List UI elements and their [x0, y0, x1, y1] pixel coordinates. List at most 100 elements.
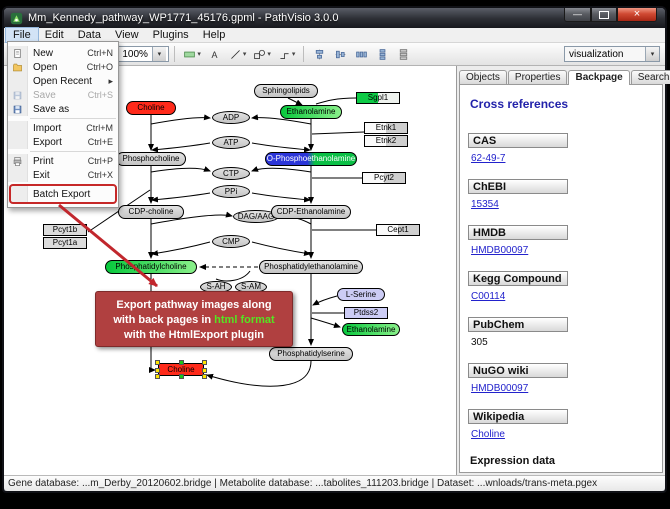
- selection-handle[interactable]: [202, 367, 207, 373]
- pathway-node-cept1[interactable]: Cept1: [376, 224, 420, 236]
- pathway-node-o-phosphoethanolamine[interactable]: O-Phosphoethanolamine: [265, 152, 357, 166]
- pathway-node-l-serine[interactable]: L-Serine: [337, 288, 385, 301]
- pathway-node-choline[interactable]: Choline: [126, 101, 176, 115]
- align-vertical-button[interactable]: [330, 45, 350, 63]
- menu-edit[interactable]: Edit: [44, 29, 64, 41]
- menu-plugins[interactable]: Plugins: [152, 29, 189, 41]
- file-menu-item-new[interactable]: New Ctrl+N: [8, 46, 118, 60]
- alignh-icon: [315, 49, 324, 59]
- selection-handle[interactable]: [155, 367, 160, 373]
- xref-source-name: CAS: [468, 133, 568, 148]
- xref-value: 305: [471, 337, 488, 348]
- distribute-vertical-button[interactable]: [372, 45, 392, 63]
- selection-handle[interactable]: [179, 374, 184, 379]
- tab-search[interactable]: Search: [630, 70, 670, 84]
- pathway-node-ptdss2[interactable]: Ptdss2: [344, 307, 388, 319]
- datanode-menu-button[interactable]: ▾: [180, 45, 204, 63]
- selection-handle[interactable]: [202, 374, 207, 379]
- pathway-node-adp[interactable]: ADP: [212, 111, 250, 124]
- window-controls: — ×: [564, 8, 657, 22]
- pathway-node-ctp[interactable]: CTP: [212, 167, 250, 180]
- xref-link[interactable]: C00114: [471, 291, 506, 302]
- file-menu-item-label: Exit: [33, 169, 50, 181]
- distribute-horizontal-button[interactable]: [351, 45, 371, 63]
- tab-properties[interactable]: Properties: [507, 70, 568, 84]
- pathway-node-cdp-ethanolamine[interactable]: CDP-Ethanolamine: [271, 205, 351, 219]
- xref-link[interactable]: 62-49-7: [471, 153, 506, 164]
- xref-link[interactable]: Choline: [471, 429, 505, 440]
- line-tool-button[interactable]: ▾: [226, 45, 250, 63]
- pathway-node-phosphocholine[interactable]: Phosphocholine: [116, 152, 186, 166]
- pathway-node-pcyt1b[interactable]: Pcyt1b: [43, 224, 87, 236]
- chevron-down-icon: ▾: [197, 51, 201, 58]
- menu-help[interactable]: Help: [202, 29, 226, 41]
- floppy-icon: [8, 88, 28, 102]
- toolbar-align-group: [309, 45, 413, 63]
- visualization-combobox[interactable]: visualization ▾: [564, 46, 660, 62]
- toolbar-separator: [174, 46, 176, 62]
- tab-objects[interactable]: Objects: [459, 70, 507, 84]
- xref-link[interactable]: HMDB00097: [471, 245, 529, 256]
- label-tool-button[interactable]: A: [205, 45, 225, 63]
- menu-shortcut: Ctrl+N: [87, 48, 113, 58]
- pathway-node-pcyt2[interactable]: Pcyt2: [362, 172, 406, 184]
- file-menu-item-label: Batch Export: [33, 188, 91, 200]
- connector-menu-button[interactable]: ▾: [275, 45, 299, 63]
- cross-references-title: Cross references: [470, 97, 569, 111]
- xref-link[interactable]: 15354: [471, 199, 499, 210]
- toolbar-separator: [303, 46, 305, 62]
- file-menu-item-label: Import: [33, 122, 62, 134]
- blank-icon: [8, 185, 28, 203]
- pathway-node-pcyt1a[interactable]: Pcyt1a: [43, 237, 87, 249]
- pathway-node-sgpl1[interactable]: Sgpl1: [356, 92, 400, 104]
- zoom-value: 100%: [122, 48, 148, 60]
- chevron-down-icon: ▾: [267, 51, 271, 58]
- menu-view[interactable]: View: [114, 29, 139, 41]
- pathway-node-etnk2[interactable]: Etnk2: [364, 135, 408, 147]
- stack-button[interactable]: [393, 45, 413, 63]
- align-horizontal-button[interactable]: [309, 45, 329, 63]
- zoom-combobox[interactable]: 100% ▾: [117, 46, 170, 62]
- pathway-node-atp[interactable]: ATP: [212, 136, 250, 149]
- selection-handle[interactable]: [155, 360, 160, 365]
- pathway-node-etnk1[interactable]: Etnk1: [364, 122, 408, 134]
- menu-data[interactable]: Data: [77, 29, 101, 41]
- xref-link[interactable]: HMDB00097: [471, 383, 529, 394]
- selection-handle[interactable]: [202, 360, 207, 365]
- chevron-down-icon[interactable]: ▾: [151, 47, 166, 61]
- maximize-icon: [599, 10, 609, 19]
- menu-file[interactable]: File: [5, 27, 39, 43]
- floppy-icon: [13, 105, 22, 113]
- chevron-down-icon[interactable]: ▾: [645, 47, 659, 61]
- minimize-button[interactable]: —: [564, 8, 591, 22]
- selection-handle[interactable]: [155, 374, 160, 379]
- file-menu-item-label: New: [33, 47, 54, 59]
- window-title: Mm_Kennedy_pathway_WP1771_45176.gpml - P…: [28, 12, 339, 24]
- maximize-button[interactable]: [591, 8, 617, 22]
- pathway-node-phosphatidylcholine[interactable]: Phosphatidylcholine: [105, 260, 197, 274]
- pathway-node-cdp-choline[interactable]: CDP-choline: [118, 205, 184, 219]
- pathway-node-cmp[interactable]: CMP: [212, 235, 250, 248]
- tab-backpage[interactable]: Backpage: [568, 70, 630, 85]
- file-menu-item-save-as[interactable]: Save as: [8, 102, 118, 116]
- pathway-node-ppi[interactable]: PPi: [212, 185, 250, 198]
- pathway-node-ethanolamine[interactable]: Ethanolamine: [280, 105, 342, 119]
- pathway-node-phosphatidylserine[interactable]: Phosphatidylserine: [269, 347, 353, 361]
- close-button[interactable]: ×: [617, 8, 657, 22]
- pathway-node-sphingolipids[interactable]: Sphingolipids: [254, 84, 318, 98]
- file-menu-item-open-recent[interactable]: Open Recent▸: [8, 74, 118, 88]
- file-menu-item-batch-export[interactable]: Batch Export: [8, 184, 118, 204]
- pathway-node-phosphatidylethanolamine[interactable]: Phosphatidylethanolamine: [259, 260, 363, 274]
- blank-icon: [8, 74, 28, 88]
- shape-menu-button[interactable]: ▾: [250, 45, 274, 63]
- gene-icon: [184, 51, 196, 57]
- pathway-node-ethanolamine[interactable]: Ethanolamine: [342, 323, 400, 336]
- selection-handle[interactable]: [179, 360, 184, 365]
